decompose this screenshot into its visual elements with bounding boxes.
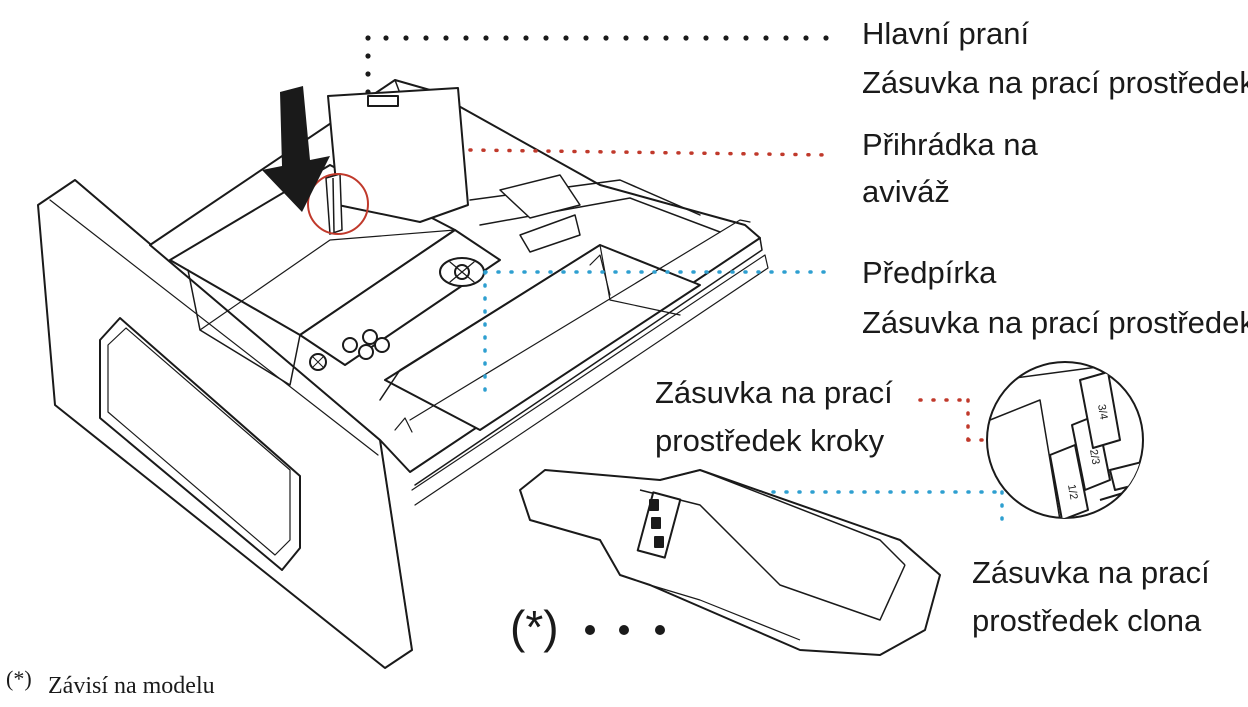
drawer-handle-recess <box>99 317 301 571</box>
label-steps-line1: Zásuvka na prací <box>655 375 893 410</box>
label-main-wash-line1: Hlavní praní <box>862 16 1030 51</box>
insert-arrow-icon <box>262 86 330 212</box>
footnote-symbol: (*) <box>6 666 32 691</box>
model-dependent-marker: (*) <box>510 601 559 653</box>
leader-prewash <box>483 270 832 392</box>
siphon-pin <box>325 173 343 236</box>
label-softener-line2: aviváž <box>862 174 950 209</box>
label-main-wash-line2: Zásuvka na prací prostředek <box>862 65 1248 100</box>
scale-mark-1: 1/2 <box>1065 483 1079 500</box>
label-steps-line2: prostředek kroky <box>655 423 885 458</box>
label-shutter-line1: Zásuvka na prací <box>972 555 1210 590</box>
siphon-buttons <box>309 329 390 371</box>
label-prewash-line1: Předpírka <box>862 255 997 290</box>
scale-mark-3: 3/4 <box>1095 403 1109 420</box>
label-prewash-line2: Zásuvka na prací prostředek <box>862 305 1248 340</box>
label-shutter-line2: prostředek clona <box>972 603 1202 638</box>
marker-dots <box>585 625 665 635</box>
liquid-detergent-insert <box>519 469 941 656</box>
label-softener-line1: Přihrádka na <box>862 127 1038 162</box>
zoom-detail: 1/2 2/3 3/4 <box>986 361 1144 519</box>
softener-flap <box>327 87 469 223</box>
leader-main-wash <box>365 35 829 95</box>
scale-mark-2: 2/3 <box>1087 448 1101 465</box>
footnote-text: Závisí na modelu <box>48 673 215 699</box>
leader-softener <box>468 148 832 157</box>
highlight-circle <box>307 173 369 235</box>
